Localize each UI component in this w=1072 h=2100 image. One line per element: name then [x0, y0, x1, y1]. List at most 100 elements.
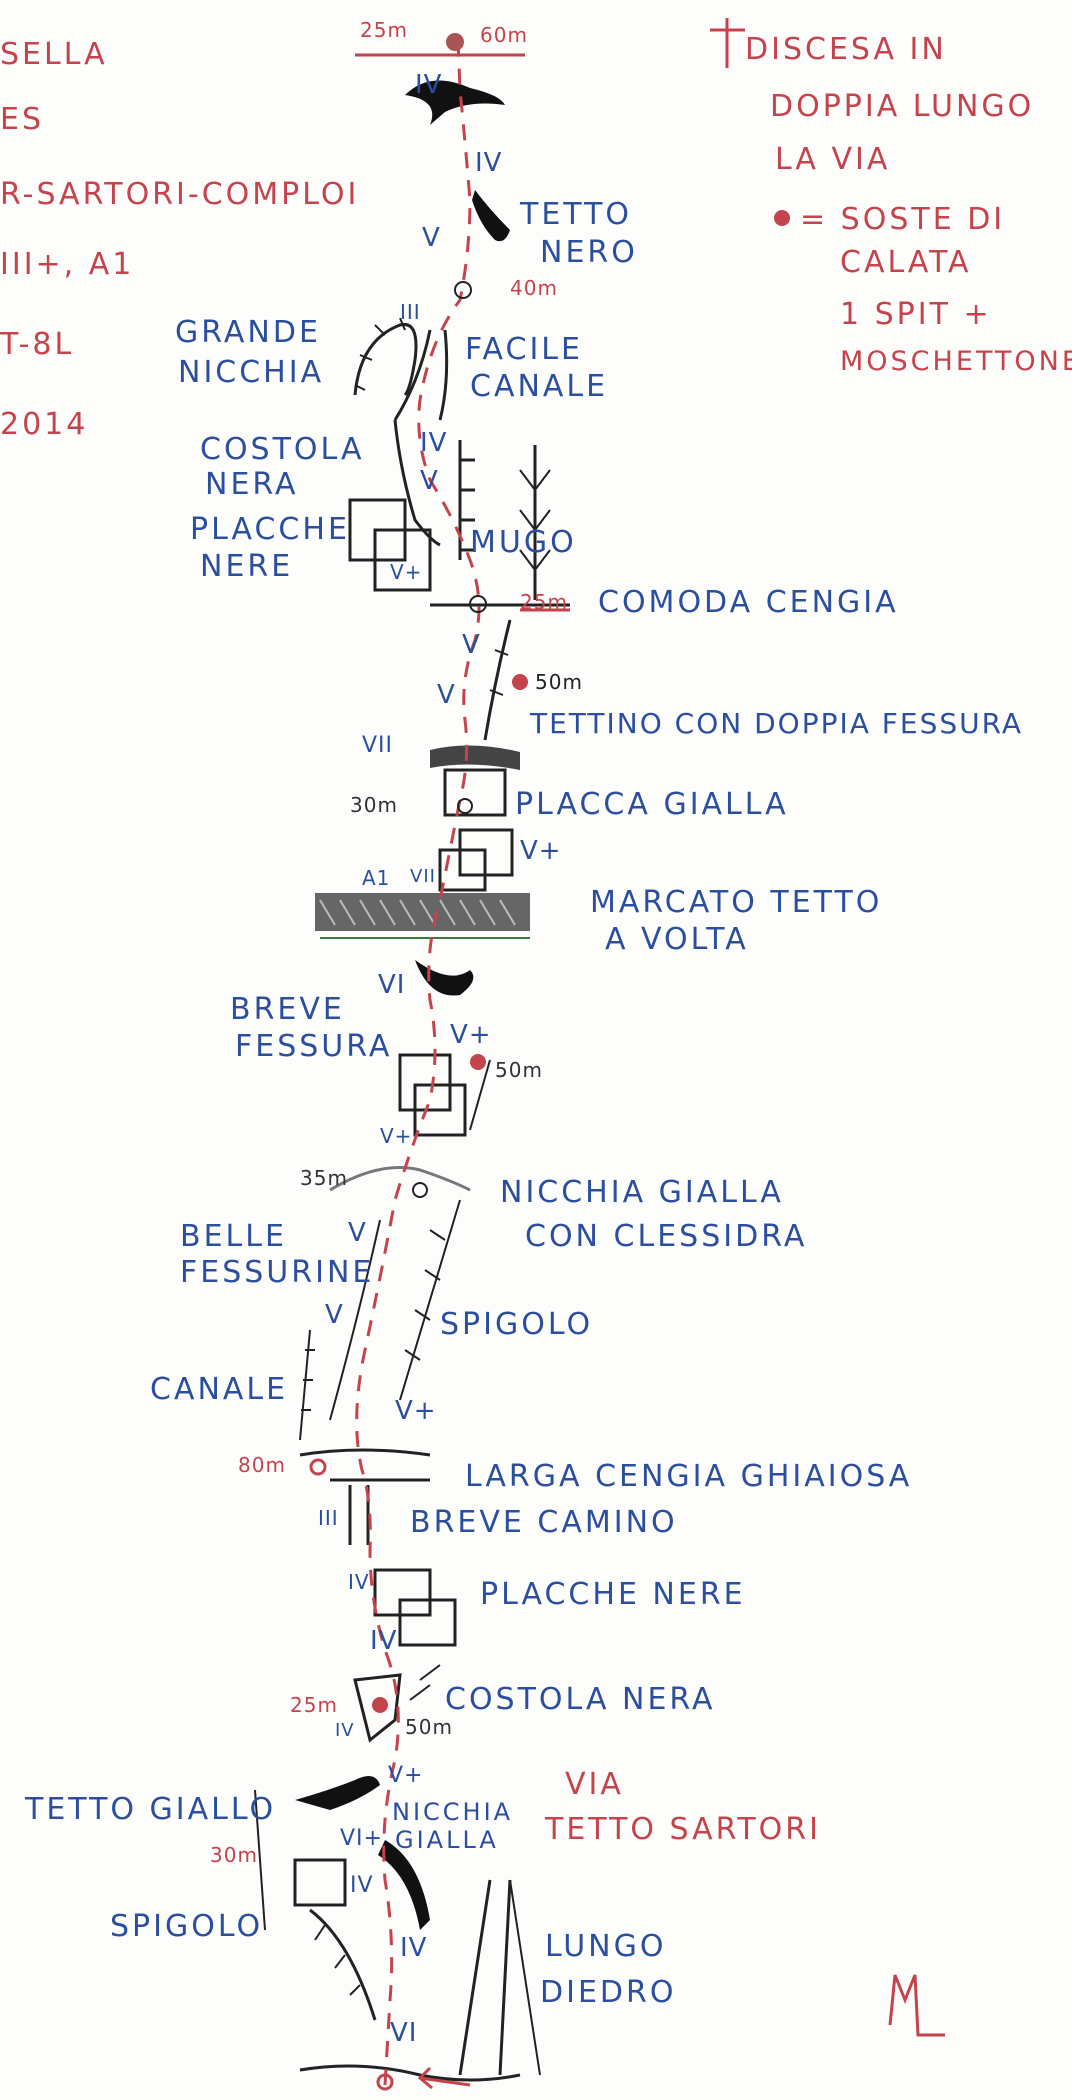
label-facile-canale-1: FACILE	[465, 332, 583, 367]
grade-8: V	[462, 630, 481, 660]
grade-24: V+	[388, 1763, 424, 1788]
crack-hatch	[489, 649, 509, 696]
grade-20: III	[318, 1506, 339, 1530]
length-top-left: 25m	[360, 18, 408, 42]
grade-5: IV	[420, 428, 448, 458]
length-40m: 40m	[510, 276, 558, 300]
header-line-2: ES	[0, 102, 44, 137]
label-facile-canale-2: CANALE	[470, 369, 609, 404]
legend-dot-line-1: = SOSTE DI	[800, 202, 1006, 237]
label-lungo-diedro-1: LUNGO	[545, 1929, 667, 1964]
label-lungo-diedro-2: DIEDRO	[540, 1975, 677, 2010]
label-nicchia-gialla-2: CON CLESSIDRA	[525, 1219, 808, 1254]
header-line-5: T-8L	[0, 327, 75, 362]
roof-tetto-nero	[472, 190, 510, 242]
placca-box-6	[413, 1083, 467, 1137]
costola-nera-low-outline	[353, 1673, 402, 1743]
spigolo-low-hatch	[314, 1924, 361, 1996]
header-line-6: 2014	[0, 407, 89, 442]
belay-ring-80m	[309, 1458, 327, 1476]
header-line-1: SELLA	[0, 37, 108, 72]
header-line-4: III+, A1	[0, 247, 135, 282]
crack-below-cengia	[483, 619, 512, 741]
grade-15: V+	[450, 1020, 492, 1050]
grade-3: V	[422, 223, 441, 253]
label-marcato-tetto-1: MARCATO TETTO	[590, 885, 883, 920]
label-nicchia-gialla-1: NICCHIA GIALLA	[500, 1175, 784, 1210]
legend-dot-line-2: CALATA	[840, 245, 972, 280]
tettino-roof	[430, 745, 520, 770]
placca-box-8	[398, 1598, 457, 1647]
length-25m-b: 25m	[290, 1693, 338, 1717]
grade-22: IV	[370, 1626, 398, 1656]
grade-18: V	[325, 1300, 344, 1330]
canale-mid-line	[299, 1329, 311, 1441]
rappel-station-top	[446, 33, 464, 51]
placca-box-7	[373, 1568, 432, 1617]
label-costola-nera-low: COSTOLA NERA	[445, 1682, 716, 1717]
dihedral-hatch-mid	[458, 440, 475, 560]
label-marcato-tetto-2: A VOLTA	[605, 922, 749, 957]
grade-6: V	[420, 466, 439, 496]
legend-line-2: DOPPIA LUNGO	[770, 89, 1035, 124]
larga-cengia-ledge	[299, 1448, 431, 1457]
grade-9: V	[437, 680, 456, 710]
grade-10: VII	[362, 733, 394, 758]
label-breve-camino: BREVE CAMINO	[410, 1505, 678, 1540]
belay-ring-40m	[454, 281, 472, 299]
legend-dot	[774, 210, 790, 226]
grade-19: V+	[395, 1396, 437, 1426]
placca-gialla-box	[443, 768, 507, 817]
rappel-station-25b	[372, 1697, 388, 1713]
grade-13: VII	[410, 866, 436, 887]
grade-12: A1	[362, 866, 391, 890]
grade-16: V+	[380, 1124, 413, 1148]
belay-ring-35m	[412, 1182, 428, 1198]
grade-27: IV	[400, 1933, 428, 1963]
grade-11: V+	[520, 836, 562, 866]
legend-dot-line-3: 1 SPIT +	[840, 297, 992, 332]
placca-box-5	[398, 1053, 452, 1112]
label-costola-nera-top-1: COSTOLA	[200, 432, 365, 467]
belay-ring-30m	[457, 798, 473, 814]
nicchia-gialla-mound	[329, 1166, 471, 1192]
label-canale-mid: CANALE	[150, 1372, 289, 1407]
header-line-3: R-SARTORI-COMPLOI	[0, 177, 360, 212]
grade-21: IV	[348, 1570, 370, 1594]
label-tettino: TETTINO CON DOPPIA FESSURA	[530, 707, 1024, 740]
length-50m-c: 50m	[405, 1715, 453, 1739]
label-placche-nere-top-1: PLACCHE	[190, 512, 350, 547]
spigolo-low-line	[254, 1789, 266, 1931]
label-belle-fessurine-2: FESSURINE	[180, 1255, 375, 1290]
placca-box-4	[438, 848, 487, 892]
costola-nera-line	[393, 419, 441, 547]
label-nicchia-gialla-low-1: NICCHIA	[392, 1798, 514, 1826]
base-ground	[299, 2064, 521, 2082]
length-35m: 35m	[300, 1166, 348, 1190]
roof-below-tetto	[415, 960, 474, 996]
lungo-diedro-right	[498, 1879, 512, 2076]
label-via-1: VIA	[565, 1767, 624, 1802]
length-30m-b: 30m	[210, 1843, 258, 1867]
label-placche-nere-low: PLACCHE NERE	[480, 1577, 746, 1612]
rappel-station-50a	[512, 674, 528, 690]
legend-dot-line-4: MOSCHETTONE	[840, 346, 1072, 377]
label-tetto-nero-2: NERO	[540, 235, 638, 270]
label-comoda-cengia: COMODA CENGIA	[598, 585, 899, 620]
grade-4: III	[400, 300, 421, 324]
spigolo-low-curve	[309, 1908, 377, 2021]
label-grande-nicchia-2: NICCHIA	[178, 355, 325, 390]
placca-box-2	[373, 528, 432, 592]
mugo-branches	[519, 469, 551, 572]
spigolo-branches	[404, 1229, 446, 1361]
start-arrow	[417, 2066, 471, 2090]
length-30m-a: 30m	[350, 793, 398, 817]
roof-tetto-giallo	[295, 1776, 380, 1810]
grande-nicchia-hatching	[354, 317, 406, 391]
label-tetto-nero-1: TETTO	[520, 197, 633, 232]
label-placca-gialla: PLACCA GIALLA	[515, 787, 789, 822]
length-50m-a: 50m	[535, 670, 583, 694]
label-breve-fessura-2: FESSURA	[235, 1029, 393, 1064]
canale-mid-hatch	[301, 1349, 315, 1411]
